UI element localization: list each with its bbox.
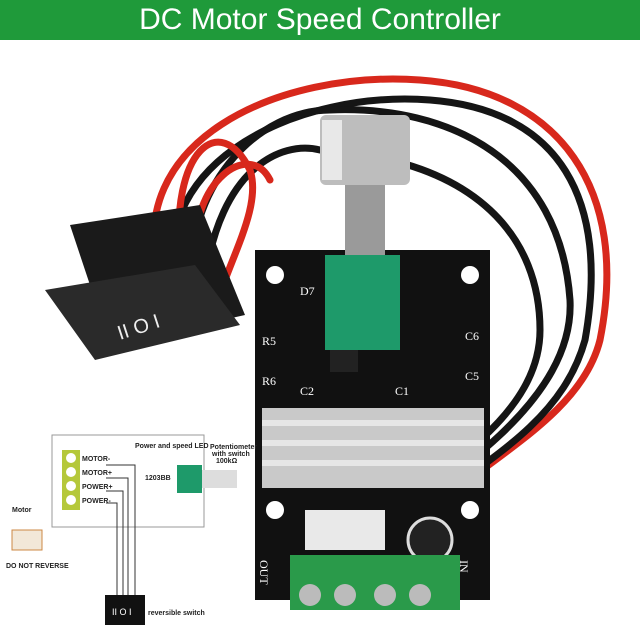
svg-text:MOTOR-: MOTOR- [82,456,111,463]
svg-text:Motor: Motor [12,507,32,514]
svg-text:POWER+: POWER+ [82,484,113,491]
wiring-diagram: MOTOR- MOTOR+ POWER+ POWER- Power and sp… [6,434,257,625]
svg-text:OUT: OUT [257,560,271,585]
svg-text:R5: R5 [262,334,276,348]
svg-text:C5: C5 [465,369,479,383]
screw-terminals [290,555,460,610]
pcb-labels: D7 R5 R6 C2 C1 C6 C5 OUT IN [257,284,479,585]
svg-text:Potentiometer: Potentiometer [210,444,257,451]
svg-text:II O I: II O I [112,607,132,617]
title-banner: DC Motor Speed Controller [0,0,640,40]
svg-text:DO NOT REVERSE: DO NOT REVERSE [6,563,69,570]
connector [305,510,385,550]
product-photo: II O I D7 R5 R6 C2 C1 C6 C5 OUT IN [6,75,611,625]
svg-text:IN: IN [457,560,471,573]
svg-text:100kΩ: 100kΩ [216,458,238,465]
svg-text:C2: C2 [300,384,314,398]
svg-text:with switch: with switch [211,451,250,458]
svg-text:POWER-: POWER- [82,498,111,505]
rocker-switch: II O I [45,205,245,360]
label-d7: D7 [300,284,315,298]
svg-text:Power and speed LED: Power and speed LED [135,443,209,450]
svg-text:R6: R6 [262,374,276,388]
potentiometer-knob[interactable] [320,115,410,350]
svg-text:MOTOR+: MOTOR+ [82,470,112,477]
svg-text:C1: C1 [395,384,409,398]
svg-text:1203BB: 1203BB [145,475,171,482]
svg-text:reversible switch: reversible switch [148,610,205,617]
svg-text:C6: C6 [465,329,479,343]
